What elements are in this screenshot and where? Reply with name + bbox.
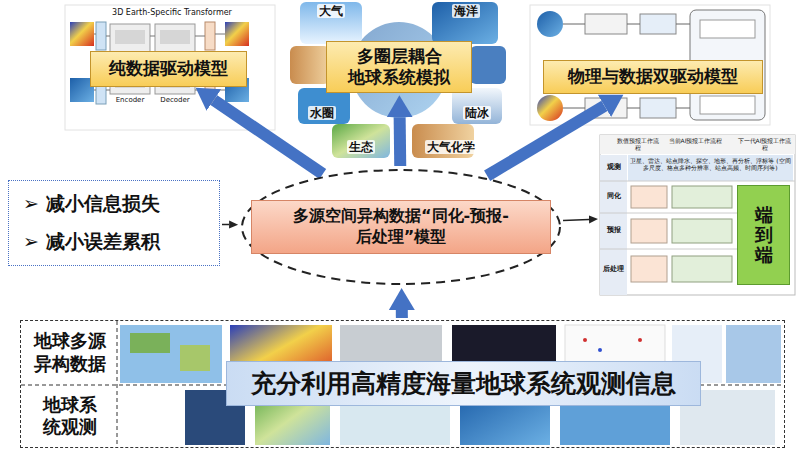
- observation-images: [130, 333, 170, 353]
- node-text: 充分利用高精度海量地球系统观测信息: [226, 361, 701, 406]
- hybrid-model-illustration: [700, 96, 755, 114]
- end-to-end-box: 端到端: [737, 185, 790, 285]
- block-arrow: [394, 117, 407, 166]
- transformer-illustration: [70, 22, 94, 46]
- node-text: 多源空间异构数据“同化-预报- 后处理”模型: [251, 200, 551, 254]
- workflow-table-illustration: [672, 186, 732, 208]
- arrow-line: [222, 224, 229, 226]
- workflow-table-illustration: [672, 256, 732, 282]
- hybrid-model-illustration: [640, 98, 676, 118]
- label-text: 海洋: [452, 4, 480, 18]
- model-label: 多圈层耦合 地球系统模拟: [326, 41, 472, 94]
- label-text: 水圈: [308, 106, 336, 120]
- observation-images: [598, 348, 602, 352]
- goal-box: ➢ 减小信息损失 ➢ 减小误差累积: [8, 180, 220, 266]
- block-arrow: [487, 106, 604, 176]
- core-model-ellipse: 多源空间异构数据“同化-预报- 后处理”模型: [240, 168, 562, 286]
- label-text: Encoder: [110, 96, 150, 104]
- workflow-table-illustration: [600, 155, 627, 295]
- observation-band: 充分利用高精度海量地球系统观测信息 地球多源 异构数据地球系 统观测: [20, 320, 785, 448]
- row-heading: 地球系 统观测: [21, 385, 118, 447]
- node-text: 地球系 统观测: [32, 394, 108, 439]
- label-text: 预报: [600, 226, 627, 234]
- observation-images: [180, 345, 210, 371]
- hybrid-model-illustration: [640, 14, 676, 34]
- label-text: 卫星、雷达、站点降水、探空、地形、再分析、浮标等 (空间多尺度、格点多种分辨率、…: [630, 157, 791, 171]
- earth-spheres-illustration: [300, 2, 362, 44]
- transformer-illustration: [115, 30, 145, 44]
- node-text: ➢ 减小误差累积: [23, 229, 219, 255]
- observation-images: [21, 321, 784, 447]
- transformer-illustration: [96, 22, 106, 50]
- workflow-table-illustration: [600, 135, 795, 295]
- ellipse-outline: [242, 170, 560, 284]
- transformer-illustration: [225, 22, 249, 46]
- hybrid-model-illustration: [537, 11, 563, 37]
- earth-spheres-illustration: [432, 2, 498, 44]
- transformer-illustration: [160, 30, 190, 44]
- node-text: 下一代AI预报工作流程: [737, 137, 792, 151]
- earth-spheres-illustration: [452, 88, 502, 124]
- hybrid-model-illustration: [537, 95, 563, 121]
- workflow-table-illustration: [672, 219, 732, 243]
- earth-spheres-illustration: [290, 46, 330, 84]
- transformer-illustration: [205, 22, 215, 50]
- label-text: 大气: [317, 4, 345, 18]
- workflow-table-illustration: [628, 155, 793, 181]
- node-text: 端到端: [755, 205, 773, 264]
- block-arrow: [214, 100, 323, 174]
- label-text: 3D Earth-Specific Transformer: [92, 8, 252, 18]
- node-text: 多圈层耦合 地球系统模拟: [343, 46, 455, 89]
- label-text: 大气化学: [425, 140, 477, 154]
- node-text: 纯数据驱动模型: [109, 58, 228, 79]
- node-text: ➢ 减小信息损失: [23, 191, 219, 217]
- label-text: Decoder: [155, 96, 195, 104]
- workflow-table-illustration: [631, 219, 667, 243]
- label-text: 后处理: [600, 265, 627, 273]
- label-text: 生态: [347, 140, 375, 154]
- observation-images: [21, 321, 784, 447]
- hybrid-model-illustration: [530, 5, 770, 125]
- workflow-table-illustration: [631, 256, 667, 282]
- hybrid-model-illustration: [585, 14, 627, 34]
- node-text: 地球多源 异构数据: [32, 330, 108, 375]
- workflow-table-illustration: [600, 135, 795, 295]
- hybrid-model-illustration: [530, 5, 770, 125]
- node-text: 当前AI预报工作流程: [668, 137, 723, 144]
- earth-spheres-illustration: [470, 46, 506, 84]
- node-text: 数值预报工作流程: [615, 137, 660, 151]
- observation-images: [583, 338, 587, 342]
- transformer-illustration: [65, 5, 275, 130]
- row-heading: 地球多源 异构数据: [21, 321, 118, 384]
- workflow-table-illustration: [631, 186, 667, 208]
- model-label: 物理与数据双驱动模型: [543, 60, 763, 93]
- label-text: 同化: [600, 192, 627, 200]
- model-label: 纯数据驱动模型: [90, 51, 247, 86]
- label-text: 陆冰: [463, 106, 491, 120]
- block-arrow: [396, 310, 408, 318]
- observation-images: [638, 338, 642, 342]
- transformer-illustration: [65, 5, 275, 130]
- earth-spheres-illustration: [298, 88, 350, 124]
- label-text: 观测: [600, 163, 627, 171]
- observation-images: [120, 325, 222, 383]
- hybrid-model-illustration: [700, 20, 755, 38]
- workflow-table-illustration: [600, 135, 795, 154]
- observation-images: [726, 325, 781, 383]
- earth-spheres-illustration: [332, 124, 390, 158]
- node-text: 物理与数据双驱动模型: [568, 66, 738, 87]
- arrow-line: [563, 219, 589, 220]
